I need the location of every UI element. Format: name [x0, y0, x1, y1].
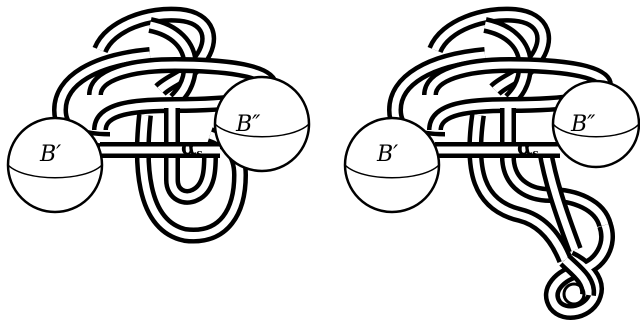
arc-label-alpha: α [181, 135, 196, 159]
left-arc-label: α s [181, 135, 202, 160]
ball-label-b-double-prime: B″ [235, 112, 261, 137]
ball-label-b-prime: B′ [376, 142, 398, 167]
left-ball-b-prime: B′ [8, 118, 102, 212]
right-arc-label: α s [517, 135, 538, 160]
right-figure: B′ B″ α s [345, 15, 639, 312]
ball-label-b-double-prime: B″ [570, 112, 596, 137]
left-ball-b-double-prime: B″ [215, 77, 309, 171]
ball-label-b-prime: B′ [39, 142, 61, 167]
arc-label-alpha: α [517, 135, 532, 159]
right-ball-b-prime: B′ [345, 118, 439, 212]
arc-label-subscript: s [196, 147, 202, 160]
right-ball-b-double-prime: B″ [553, 81, 639, 167]
arc-label-subscript: s [532, 147, 538, 160]
left-figure: B′ B″ α s [8, 15, 309, 236]
